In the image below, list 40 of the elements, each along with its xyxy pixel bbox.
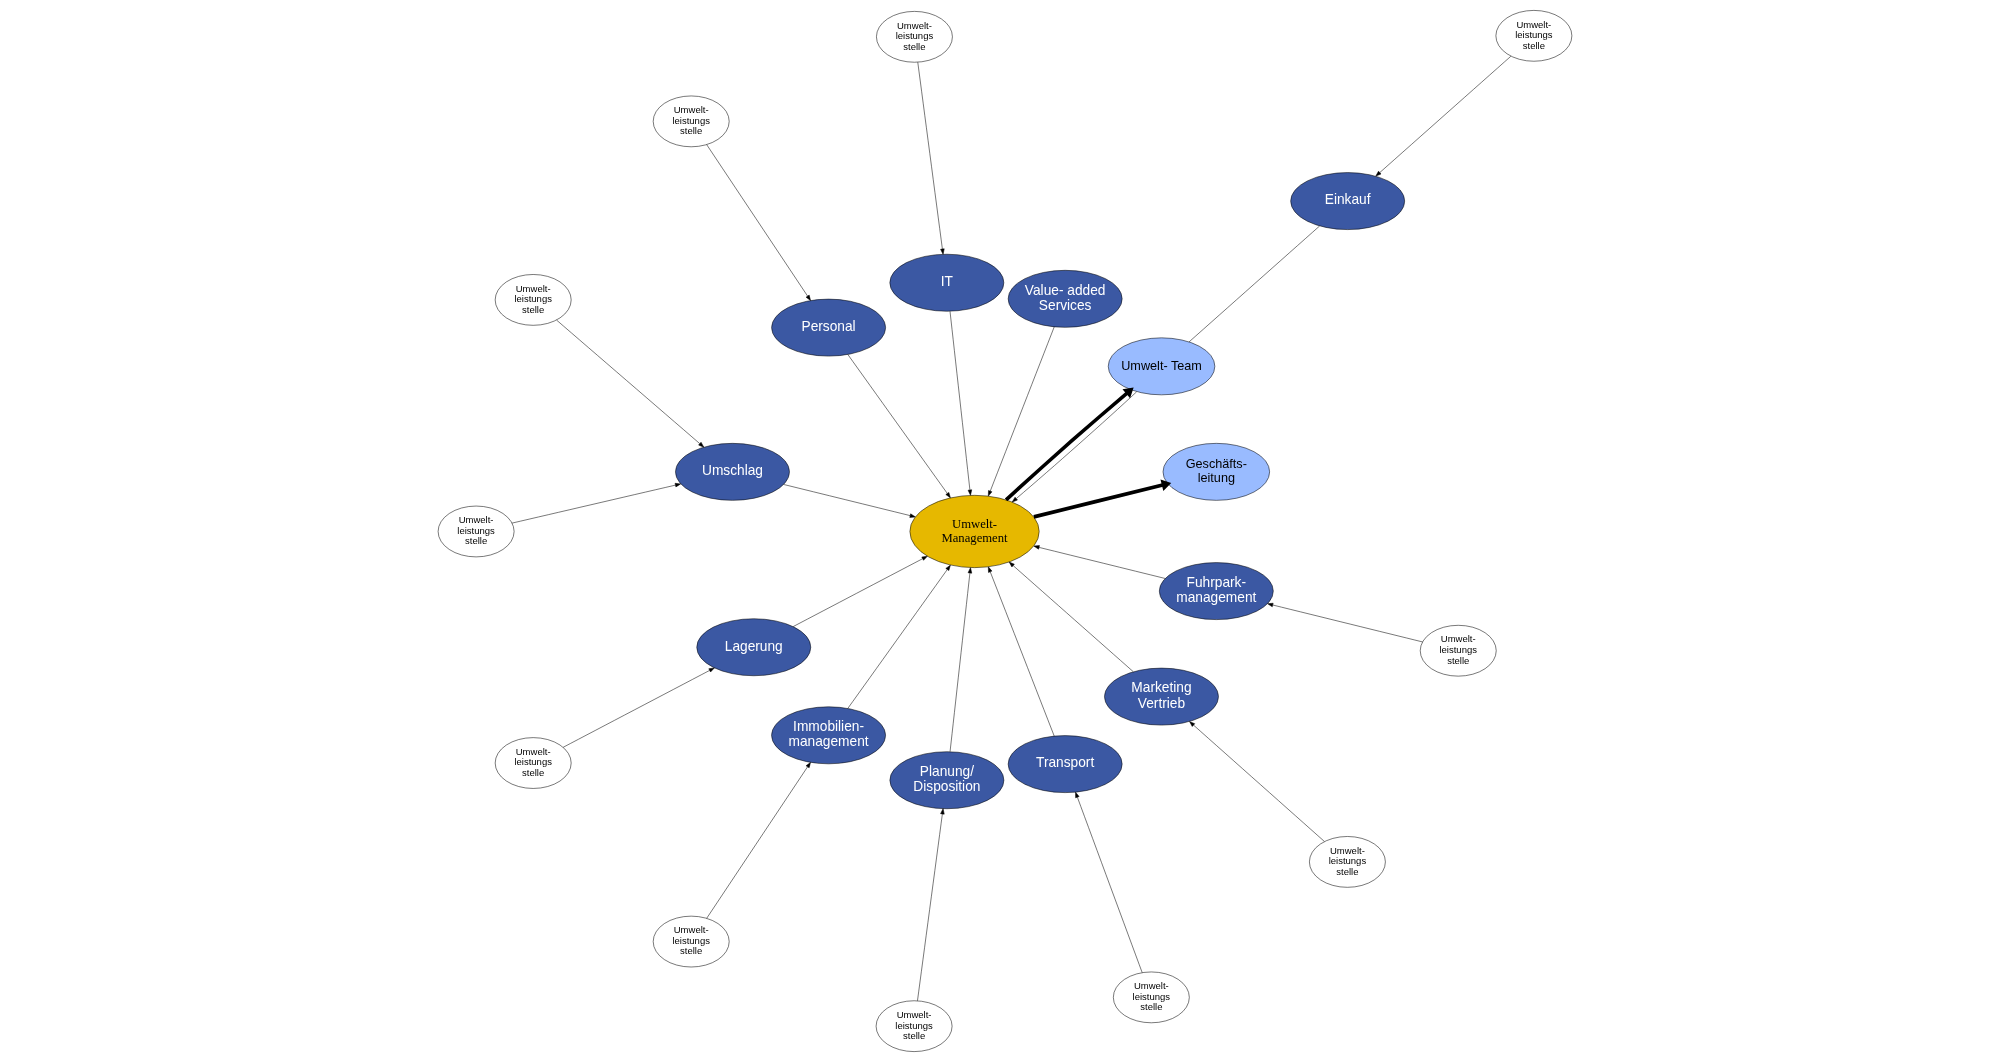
node-ellipse: Personal [771,298,886,357]
node-ellipse: Planung/ Disposition [889,751,1005,809]
node-ellipse: Transport [1007,735,1123,793]
node-ellipse: Umwelt- leistungs stelle [494,274,572,326]
arrow [949,567,973,752]
node-ellipse: Umwelt- leistungs stelle [652,95,730,148]
node-ellipse: Umwelt- Team [1107,337,1216,396]
arrow [1267,602,1423,643]
node-ellipse: Umwelt- leistungs stelle [1309,836,1386,888]
arrow [783,484,916,518]
arrow [1189,721,1325,842]
arrow [1033,545,1166,579]
arrow [988,566,1055,737]
node-ellipse: IT [889,253,1005,312]
node-ellipse: Umwelt- leistungs stelle [437,505,515,558]
node-ellipse: Umwelt- leistungs stelle [494,737,572,789]
arrow [1375,56,1512,177]
arrow [1075,791,1143,973]
arrow [706,144,811,301]
node-ellipse: Umwelt- leistungs stelle [652,915,730,968]
arrow [847,354,951,499]
node-ellipse: Value- added Services [1007,270,1123,328]
arrow [847,564,951,709]
arrow [949,311,972,496]
node-ellipse: Umwelt- leistungs stelle [1113,971,1190,1024]
node-ellipse: Umwelt- leistungs stelle [1495,10,1573,62]
arrow [1008,561,1134,672]
arrow [917,61,945,255]
node-ellipse: Umwelt- leistungs stelle [876,11,953,63]
arrow [511,483,681,524]
arrow [1033,479,1172,519]
node-ellipse: Umwelt- leistungs stelle [1419,625,1497,677]
arrow [988,326,1055,497]
node-ellipse: Umwelt- leistungs stelle [875,1000,953,1052]
node-ellipse: Immobilien- management [771,706,886,765]
arrow [917,808,945,1002]
arrow [792,555,928,627]
arrow [556,319,705,448]
arrow [706,762,811,919]
arrow [562,667,715,748]
